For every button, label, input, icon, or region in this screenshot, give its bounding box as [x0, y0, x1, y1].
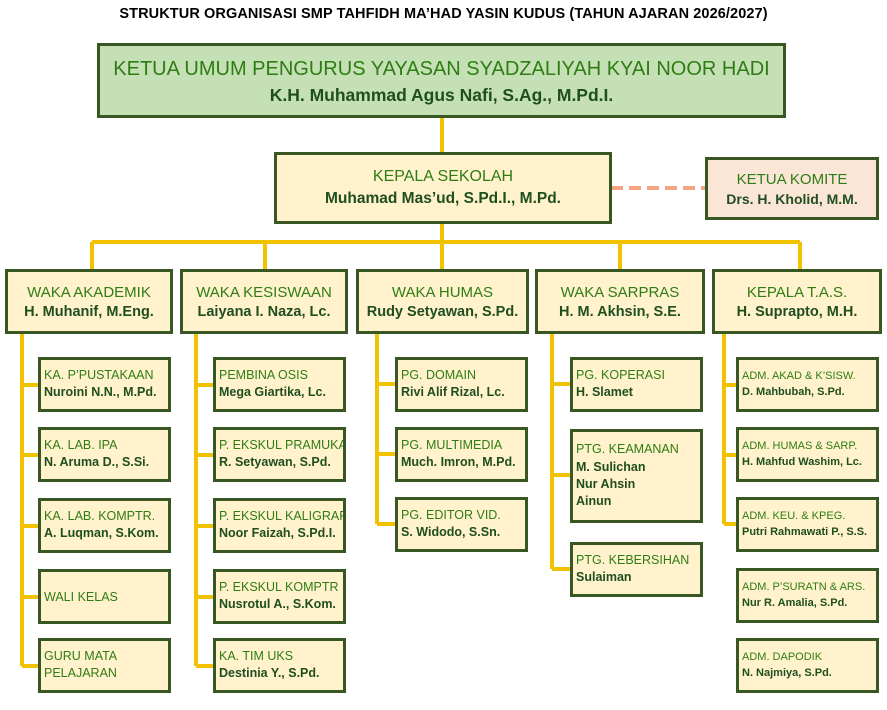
- foundation-chair-name: K.H. Muhammad Agus Nafi, S.Ag., M.Pd.I.: [269, 85, 614, 105]
- unit-role: ADM. P’SURATN & ARS.: [742, 581, 866, 593]
- unit-box: ADM. KEU. & KPEG. Putri Rahmawati P., S.…: [736, 497, 879, 552]
- foundation-chair-role: KETUA UMUM PENGURUS YAYASAN SYADZALIYAH …: [113, 58, 770, 80]
- unit-box: KA. LAB. IPA N. Aruma D., S.Si.: [38, 427, 171, 482]
- unit-role: KA. LAB. IPA: [44, 438, 118, 452]
- unit-role: PG. MULTIMEDIA: [401, 438, 503, 452]
- principal-name: Muhamad Mas’ud, S.Pd.I., M.Pd.: [325, 190, 561, 207]
- department-role: WAKA AKADEMIK: [27, 284, 151, 301]
- unit-role: PG. EDITOR VID.: [401, 508, 501, 522]
- unit-name: Nur R. Amalia, S.Pd.: [742, 597, 848, 609]
- unit-role: KA. LAB. KOMPTR.: [44, 509, 156, 523]
- unit-box: PG. EDITOR VID. S. Widodo, S.Sn.: [395, 497, 528, 552]
- principal-role: KEPALA SEKOLAH: [372, 168, 514, 185]
- unit-role: PTG. KEAMANAN: [576, 442, 679, 456]
- committee-name: Drs. H. Kholid, M.M.: [726, 191, 858, 207]
- unit-role: ADM. KEU. & KPEG.: [742, 510, 846, 522]
- department-box-sarpras: WAKA SARPRAS H. M. Akhsin, S.E.: [535, 269, 705, 334]
- unit-role: KA. TIM UKS: [219, 649, 294, 663]
- unit-box: PG. DOMAIN Rivi Alif Rizal, Lc.: [395, 357, 528, 412]
- unit-name: D. Mahbubah, S.Pd.: [742, 386, 845, 398]
- unit-name: R. Setyawan, S.Pd.: [219, 455, 331, 469]
- unit-name: Nuroini N.N., M.Pd.: [44, 385, 157, 399]
- department-head-name: H. Suprapto, M.H.: [736, 304, 858, 320]
- department-box-akademik: WAKA AKADEMIK H. Muhanif, M.Eng.: [5, 269, 173, 334]
- unit-box: PTG. KEAMANAN M. Sulichan Nur Ahsin Ainu…: [570, 429, 703, 523]
- department-head-name: Rudy Setyawan, S.Pd.: [366, 304, 519, 320]
- department-role: WAKA SARPRAS: [560, 284, 680, 301]
- unit-box: P. EKSKUL KOMPTR Nusrotul A., S.Kom.: [213, 569, 346, 624]
- unit-role: P. EKSKUL KALIGRAFI: [219, 509, 346, 523]
- unit-name: Nusrotul A., S.Kom.: [219, 597, 336, 611]
- unit-name: N. Aruma D., S.Si.: [44, 455, 150, 469]
- foundation-chair-box: KETUA UMUM PENGURUS YAYASAN SYADZALIYAH …: [97, 43, 786, 118]
- unit-name: Mega Giartika, Lc.: [219, 385, 326, 399]
- unit-box: PG. MULTIMEDIA Much. Imron, M.Pd.: [395, 427, 528, 482]
- unit-name: M. Sulichan: [576, 460, 646, 474]
- unit-box: PEMBINA OSIS Mega Giartika, Lc.: [213, 357, 346, 412]
- unit-role: PG. DOMAIN: [401, 368, 477, 382]
- department-head-name: H. Muhanif, M.Eng.: [24, 304, 154, 320]
- unit-name: Rivi Alif Rizal, Lc.: [401, 385, 505, 399]
- unit-name: H. Slamet: [576, 385, 633, 399]
- department-box-kesiswaan: WAKA KESISWAAN Laiyana I. Naza, Lc.: [180, 269, 348, 334]
- unit-name: H. Mahfud Washim, Lc.: [742, 456, 862, 468]
- unit-box: P. EKSKUL KALIGRAFI Noor Faizah, S.Pd.I.: [213, 498, 346, 553]
- unit-box: WALI KELAS: [38, 569, 171, 624]
- unit-box: ADM. DAPODIK N. Najmiya, S.Pd.: [736, 638, 879, 693]
- unit-role: PG. KOPERASI: [576, 368, 665, 382]
- unit-role: KA. P’PUSTAKAAN: [44, 368, 154, 382]
- unit-name: Noor Faizah, S.Pd.I.: [219, 526, 336, 540]
- department-role: WAKA HUMAS: [391, 284, 494, 301]
- unit-role: PTG. KEBERSIHAN: [576, 553, 690, 567]
- unit-role: P. EKSKUL KOMPTR: [219, 580, 339, 594]
- unit-box: KA. LAB. KOMPTR. A. Luqman, S.Kom.: [38, 498, 171, 553]
- unit-role: ADM. AKAD & K’SISW.: [742, 370, 856, 382]
- unit-box: ADM. HUMAS & SARP. H. Mahfud Washim, Lc.: [736, 427, 879, 482]
- unit-name: Sulaiman: [576, 570, 632, 584]
- unit-role: GURU MATA: [44, 649, 118, 663]
- unit-role: PEMBINA OSIS: [219, 368, 308, 382]
- department-role: KEPALA T.A.S.: [746, 284, 848, 301]
- unit-name: S. Widodo, S.Sn.: [401, 525, 501, 539]
- unit-box: KA. TIM UKS Destinia Y., S.Pd.: [213, 638, 346, 693]
- unit-box: GURU MATA PELAJARAN: [38, 638, 171, 693]
- unit-role: WALI KELAS: [44, 590, 118, 604]
- department-box-tas: KEPALA T.A.S. H. Suprapto, M.H.: [712, 269, 882, 334]
- unit-role: P. EKSKUL PRAMUKA: [219, 438, 346, 452]
- unit-name-3: Ainun: [576, 494, 612, 508]
- department-box-humas: WAKA HUMAS Rudy Setyawan, S.Pd.: [356, 269, 529, 334]
- unit-box: ADM. AKAD & K’SISW. D. Mahbubah, S.Pd.: [736, 357, 879, 412]
- unit-name: Much. Imron, M.Pd.: [401, 455, 516, 469]
- principal-box: KEPALA SEKOLAH Muhamad Mas’ud, S.Pd.I., …: [274, 152, 612, 224]
- unit-box: PTG. KEBERSIHAN Sulaiman: [570, 542, 703, 597]
- unit-role-line2: PELAJARAN: [44, 666, 117, 680]
- unit-name: A. Luqman, S.Kom.: [44, 526, 159, 540]
- unit-name: Putri Rahmawati P., S.S.: [742, 526, 868, 538]
- department-head-name: Laiyana I. Naza, Lc.: [197, 304, 331, 320]
- unit-name-2: Nur Ahsin: [576, 477, 636, 491]
- unit-name: N. Najmiya, S.Pd.: [742, 667, 832, 679]
- unit-box: PG. KOPERASI H. Slamet: [570, 357, 703, 412]
- department-head-name: H. M. Akhsin, S.E.: [559, 304, 681, 320]
- unit-box: P. EKSKUL PRAMUKA R. Setyawan, S.Pd.: [213, 427, 346, 482]
- committee-box: KETUA KOMITE Drs. H. Kholid, M.M.: [705, 157, 879, 220]
- committee-role: KETUA KOMITE: [736, 171, 848, 188]
- unit-role: ADM. DAPODIK: [742, 651, 823, 663]
- unit-box: KA. P’PUSTAKAAN Nuroini N.N., M.Pd.: [38, 357, 171, 412]
- unit-box: ADM. P’SURATN & ARS. Nur R. Amalia, S.Pd…: [736, 568, 879, 623]
- chart-title: STRUKTUR ORGANISASI SMP TAHFIDH MA’HAD Y…: [119, 6, 768, 22]
- department-role: WAKA KESISWAAN: [196, 284, 332, 301]
- unit-name: Destinia Y., S.Pd.: [219, 666, 320, 680]
- unit-role: ADM. HUMAS & SARP.: [742, 440, 858, 452]
